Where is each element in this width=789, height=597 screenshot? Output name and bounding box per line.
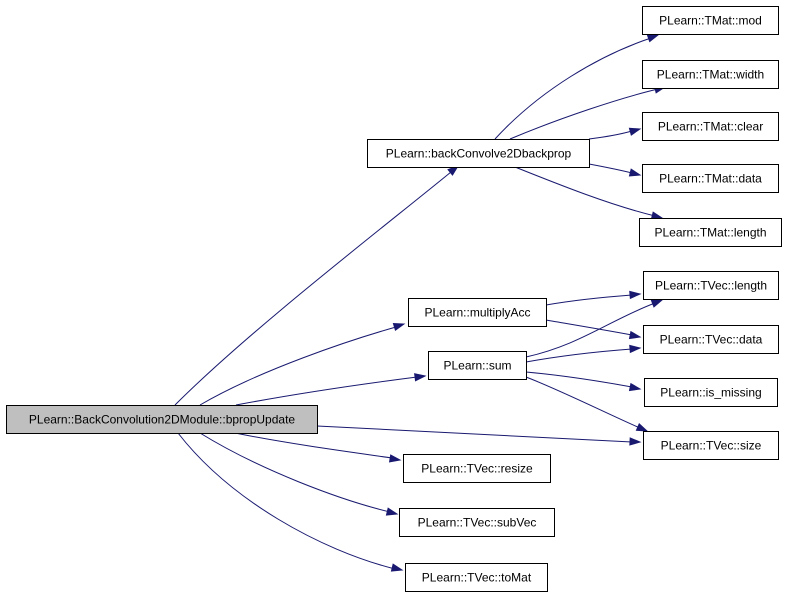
node-label: PLearn::TVec::size <box>661 439 762 453</box>
node-box[interactable] <box>643 271 779 300</box>
edge-root-to-tvec_subVec <box>199 432 391 513</box>
node-box[interactable] <box>643 431 779 460</box>
node-is-missing[interactable]: PLearn::is_missing <box>644 378 778 407</box>
arrowhead-sum-to-tvec_length <box>650 299 664 308</box>
node-tvec-toMat[interactable]: PLearn::TVec::toMat <box>405 563 548 592</box>
node-box[interactable] <box>642 112 779 141</box>
edges-layer <box>174 34 667 572</box>
node-tmat-clear[interactable]: PLearn::TMat::clear <box>642 112 779 141</box>
node-label: PLearn::TVec::subVec <box>418 516 537 530</box>
node-label: PLearn::TMat::width <box>657 68 764 82</box>
arrowhead-sum-to-is_missing <box>628 382 642 392</box>
node-tmat-data[interactable]: PLearn::TMat::data <box>642 164 779 193</box>
node-tvec-subVec[interactable]: PLearn::TVec::subVec <box>399 508 555 537</box>
node-label: PLearn::TMat::clear <box>658 120 763 134</box>
arrowhead-root-to-tvec_resize <box>388 454 402 463</box>
node-label: PLearn::sum <box>443 359 511 373</box>
node-tmat-length[interactable]: PLearn::TMat::length <box>639 218 782 247</box>
node-box[interactable] <box>642 6 779 35</box>
edge-sum-to-tvec_data <box>525 348 633 363</box>
arrowhead-sum-to-tvec_data <box>629 344 642 354</box>
node-box[interactable] <box>643 325 779 354</box>
node-backConvolve[interactable]: PLearn::backConvolve2Dbackprop <box>367 139 590 168</box>
edge-backConvolve-to-tmat_data <box>588 163 633 174</box>
node-label: PLearn::is_missing <box>660 386 761 400</box>
arrowhead-root-to-tvec_subVec <box>385 507 399 516</box>
node-label: PLearn::TVec::resize <box>421 462 533 476</box>
edge-multiplyAcc-to-tvec_data <box>545 319 633 336</box>
node-box[interactable] <box>644 378 778 407</box>
node-tvec-length[interactable]: PLearn::TVec::length <box>643 271 779 300</box>
edge-root-to-multiplyAcc <box>199 326 397 406</box>
arrowhead-root-to-tvec_size <box>629 437 642 446</box>
edge-root-to-tvec_toMat <box>177 432 396 570</box>
node-label: PLearn::BackConvolution2DModule::bpropUp… <box>29 413 295 427</box>
node-box[interactable] <box>399 508 555 537</box>
arrowhead-multiplyAcc-to-tvec_data <box>628 330 642 340</box>
node-box[interactable] <box>403 454 551 483</box>
node-label: PLearn::TVec::data <box>660 333 763 347</box>
node-tvec-size[interactable]: PLearn::TVec::size <box>643 431 779 460</box>
arrowhead-backConvolve-to-tmat_length <box>650 211 664 220</box>
edge-backConvolve-to-tmat_clear <box>588 130 633 140</box>
arrowhead-root-to-tvec_toMat <box>390 563 404 572</box>
node-box[interactable] <box>642 60 779 89</box>
edge-sum-to-tvec_length <box>525 302 656 358</box>
node-label: PLearn::TVec::length <box>655 279 767 293</box>
nodes-layer: PLearn::BackConvolution2DModule::bpropUp… <box>6 6 782 592</box>
node-tmat-width[interactable]: PLearn::TMat::width <box>642 60 779 89</box>
edge-backConvolve-to-tmat_length <box>514 166 656 217</box>
node-multiplyAcc[interactable]: PLearn::multiplyAcc <box>408 298 547 327</box>
node-tvec-data[interactable]: PLearn::TVec::data <box>643 325 779 354</box>
node-tmat-mod[interactable]: PLearn::TMat::mod <box>642 6 779 35</box>
node-label: PLearn::TMat::length <box>654 226 766 240</box>
node-box[interactable] <box>642 164 779 193</box>
node-sum[interactable]: PLearn::sum <box>428 351 527 380</box>
node-label: PLearn::backConvolve2Dbackprop <box>386 147 572 161</box>
arrowhead-backConvolve-to-tmat_data <box>628 168 642 177</box>
node-box[interactable] <box>6 405 318 434</box>
node-label: PLearn::multiplyAcc <box>424 306 530 320</box>
node-box[interactable] <box>428 351 527 380</box>
edge-root-to-backConvolve <box>174 171 452 406</box>
edge-root-to-sum <box>235 376 418 406</box>
edge-multiplyAcc-to-tvec_length <box>545 294 633 306</box>
node-label: PLearn::TMat::mod <box>659 14 762 28</box>
arrowhead-multiplyAcc-to-tvec_length <box>629 290 642 300</box>
edge-root-to-tvec_size <box>316 425 633 443</box>
node-box[interactable] <box>405 563 548 592</box>
node-label: PLearn::TMat::data <box>659 172 762 186</box>
arrowhead-sum-to-tvec_size <box>635 422 649 432</box>
edge-backConvolve-to-tmat_width <box>509 88 659 140</box>
node-box[interactable] <box>639 218 782 247</box>
arrowhead-root-to-sum <box>414 373 427 382</box>
node-root[interactable]: PLearn::BackConvolution2DModule::bpropUp… <box>6 405 318 434</box>
arrowhead-backConvolve-to-tmat_clear <box>628 127 642 136</box>
edge-backConvolve-to-tmat_mod <box>494 37 652 140</box>
arrowhead-root-to-multiplyAcc <box>392 322 406 332</box>
edge-sum-to-is_missing <box>525 371 633 388</box>
node-box[interactable] <box>367 139 590 168</box>
edge-root-to-tvec_resize <box>234 432 393 459</box>
arrowhead-backConvolve-to-tmat_mod <box>646 34 660 43</box>
node-tvec-resize[interactable]: PLearn::TVec::resize <box>403 454 551 483</box>
node-box[interactable] <box>408 298 547 327</box>
edge-sum-to-tvec_size <box>525 376 641 429</box>
node-label: PLearn::TVec::toMat <box>422 571 532 585</box>
